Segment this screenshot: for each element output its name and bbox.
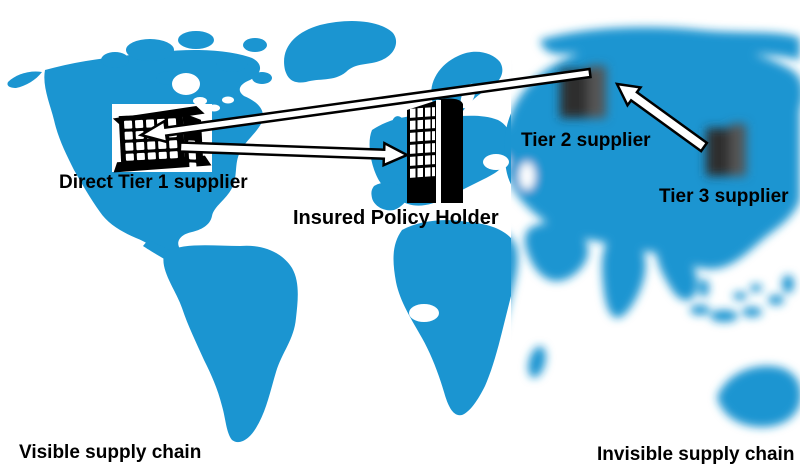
label-insured-policy-holder: Insured Policy Holder (293, 207, 499, 229)
label-tier3-supplier: Tier 3 supplier (659, 186, 789, 207)
caption-invisible-supply-chain: Invisible supply chain (597, 444, 795, 465)
arrow-tier3-to-tier2 (614, 82, 709, 153)
arrow-tier1-to-policy-holder (178, 141, 410, 168)
tier3-building-icon (706, 124, 746, 176)
label-direct-tier1-supplier: Direct Tier 1 supplier (59, 172, 248, 193)
label-tier2-supplier: Tier 2 supplier (521, 130, 651, 151)
office-tower-icon (407, 98, 463, 203)
caption-visible-supply-chain: Visible supply chain (19, 442, 202, 463)
arrow-tier2-to-tier1 (137, 67, 592, 144)
